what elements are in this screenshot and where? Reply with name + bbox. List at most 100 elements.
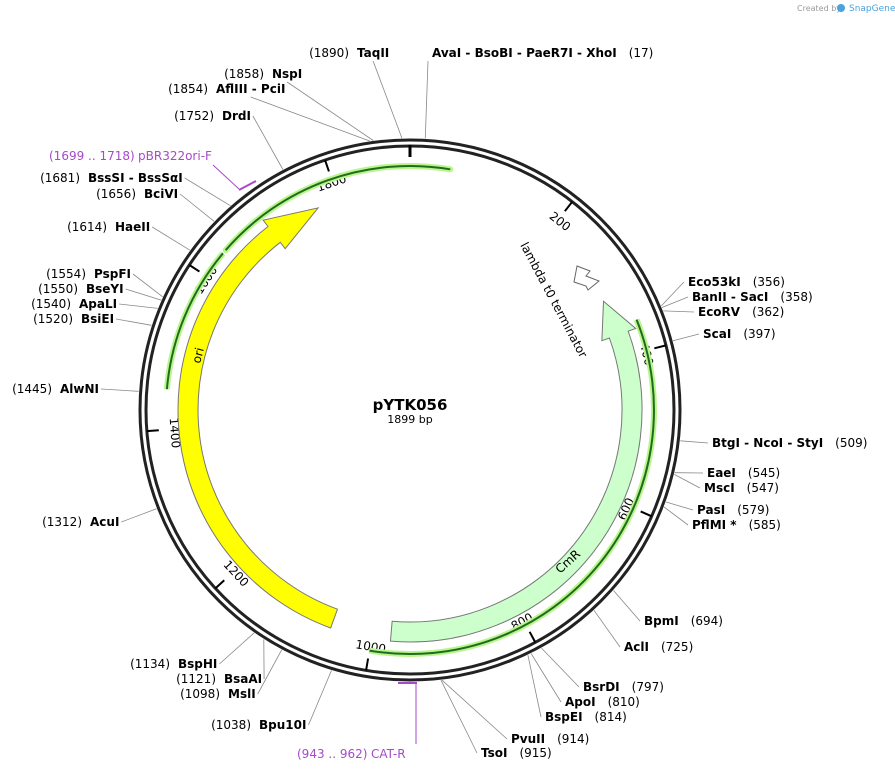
strand-line: [165, 252, 224, 390]
site-leader-line: [440, 680, 478, 754]
site-position: (397): [743, 327, 775, 341]
enzyme-name: AclI: [624, 640, 649, 654]
site-haeii[interactable]: HaeII(1614): [67, 220, 150, 234]
site-position: (1656): [96, 187, 136, 201]
site-eco53ki[interactable]: Eco53kI(356): [688, 275, 785, 289]
site-tsoi[interactable]: TsoI(915): [481, 746, 552, 760]
primer-name: CAT-R: [371, 747, 406, 761]
enzyme-name: BseYI: [86, 282, 124, 296]
tick-label: 200: [547, 209, 574, 234]
ori-feature-arrow[interactable]: [177, 207, 339, 629]
enzyme-name: BtgI: [712, 436, 740, 450]
primer-name: pBR322ori-F: [138, 149, 212, 163]
primer-cat-r[interactable]: (943 .. 962) CAT-R: [297, 682, 417, 761]
site-acli[interactable]: AclI (725): [624, 640, 693, 654]
site-acui[interactable]: AcuI(1312): [42, 515, 119, 529]
enzyme-name: StyI: [797, 436, 824, 450]
enzyme-name: MscI: [704, 481, 735, 495]
site-bspei[interactable]: BspEI(814): [545, 710, 627, 724]
site-bsssi[interactable]: BssSI - BssSαI (1681): [40, 171, 183, 185]
site-label: BanII - SacI: [692, 290, 768, 304]
tick-mark: [324, 159, 330, 172]
site-leader-line: [257, 649, 283, 695]
site-leader-line: [530, 653, 562, 703]
enzyme-name: PflMI *: [692, 518, 737, 532]
site-label: EaeI: [707, 466, 736, 480]
site-position: (914): [557, 732, 589, 746]
site-leader-line: [184, 177, 231, 207]
site-bsaai[interactable]: BsaAI(1121): [176, 672, 262, 686]
site-position: (1858): [224, 67, 264, 81]
site-avai[interactable]: AvaI - BsoBI - PaeR7I - XhoI(17): [432, 46, 653, 60]
primer-position: (1699 .. 1718): [49, 149, 135, 163]
site-msci[interactable]: MscI(547): [704, 481, 779, 495]
site-position: (1038): [211, 718, 251, 732]
enzyme-name: AvaI: [432, 46, 461, 60]
site-bseyi[interactable]: BseYI(1550): [38, 282, 124, 296]
cmr-span-line: [369, 319, 655, 655]
site-label: PspFI: [94, 267, 131, 281]
plasmid-name: pYTK056: [373, 396, 448, 414]
features: [163, 162, 657, 657]
site-apoi[interactable]: ApoI(810): [565, 695, 640, 709]
site-position: (1554): [46, 267, 86, 281]
terminator-arrow-icon[interactable]: [573, 265, 600, 291]
site-pvuii[interactable]: PvuII(914): [511, 732, 589, 746]
site-pflmi[interactable]: PflMI *(585): [692, 518, 781, 532]
site-position: (725): [661, 640, 693, 654]
site-bsphi[interactable]: BspHI(1134): [130, 657, 217, 671]
site-afliii[interactable]: AflIII - PciI(1854): [168, 82, 285, 96]
site-bsiei[interactable]: BsiEI (1520): [33, 312, 114, 326]
site-btgi[interactable]: BtgI - NcoI - StyI(509): [712, 436, 867, 450]
site-bsrdi[interactable]: BsrDI(797): [583, 680, 664, 694]
separator: -: [727, 290, 740, 304]
site-pspfi[interactable]: PspFI (1554): [46, 267, 131, 281]
site-drdi[interactable]: DrdI(1752): [174, 109, 251, 123]
site-label: BssSI - BssSαI: [88, 171, 183, 185]
site-banii[interactable]: BanII - SacI(358): [692, 290, 813, 304]
separator: -: [573, 46, 586, 60]
site-position: (1681): [40, 171, 80, 185]
enzyme-name: ScaI: [703, 327, 731, 341]
cmr-feature-arrow[interactable]: [389, 300, 643, 643]
enzyme-name: BanII: [692, 290, 727, 304]
site-label: ScaI: [703, 327, 731, 341]
site-labels: AvaI - BsoBI - PaeR7I - XhoI(17) Eco53kI(…: [12, 46, 867, 760]
primer-pbr322ori-f[interactable]: (1699 .. 1718) pBR322ori-F: [49, 149, 257, 191]
site-position: (1752): [174, 109, 214, 123]
enzyme-name: ApoI: [565, 695, 596, 709]
site-msli[interactable]: MslI(1098): [180, 687, 256, 701]
site-leader-line: [100, 388, 139, 392]
brand-snapgene[interactable]: SnapGene: [849, 4, 895, 14]
site-position: (1614): [67, 220, 107, 234]
site-label: ApaLI: [79, 297, 117, 311]
site-leader-line: [252, 115, 284, 170]
site-ecorv[interactable]: EcoRV(362): [698, 305, 784, 319]
site-position: (1854): [168, 82, 208, 96]
enzyme-name: NcoI: [753, 436, 783, 450]
site-alwni[interactable]: AlwNI(1445): [12, 382, 99, 396]
site-nspi[interactable]: NspI(1858): [224, 67, 302, 81]
site-apali[interactable]: ApaLI(1540): [31, 297, 117, 311]
site-position: (1520): [33, 312, 73, 326]
site-label: AcuI: [90, 515, 119, 529]
site-label: MslI: [228, 687, 256, 701]
site-label: BtgI - NcoI - StyI: [712, 436, 823, 450]
site-label: BspEI: [545, 710, 583, 724]
site-taqii[interactable]: TaqII(1890): [309, 46, 389, 60]
enzyme-name: AflIII: [216, 82, 248, 96]
site-eaei[interactable]: EaeI(545): [707, 466, 780, 480]
site-position: (1445): [12, 382, 52, 396]
site-bcivi[interactable]: BciVI (1656): [96, 187, 178, 201]
site-bpu10i[interactable]: Bpu10I (1038): [211, 718, 306, 732]
site-leader-line: [663, 310, 695, 313]
enzyme-name: BsiEI: [81, 312, 114, 326]
site-label: BciVI: [144, 187, 178, 201]
site-leader-line: [125, 288, 162, 301]
site-label: BspHI: [178, 657, 217, 671]
site-scai[interactable]: ScaI (397): [703, 327, 776, 341]
site-bpmi[interactable]: BpmI(694): [644, 614, 723, 628]
terminator-label: lambda t0 terminator: [517, 240, 590, 360]
site-pasi[interactable]: PasI(579): [697, 503, 769, 517]
site-label: Bpu10I: [259, 718, 306, 732]
